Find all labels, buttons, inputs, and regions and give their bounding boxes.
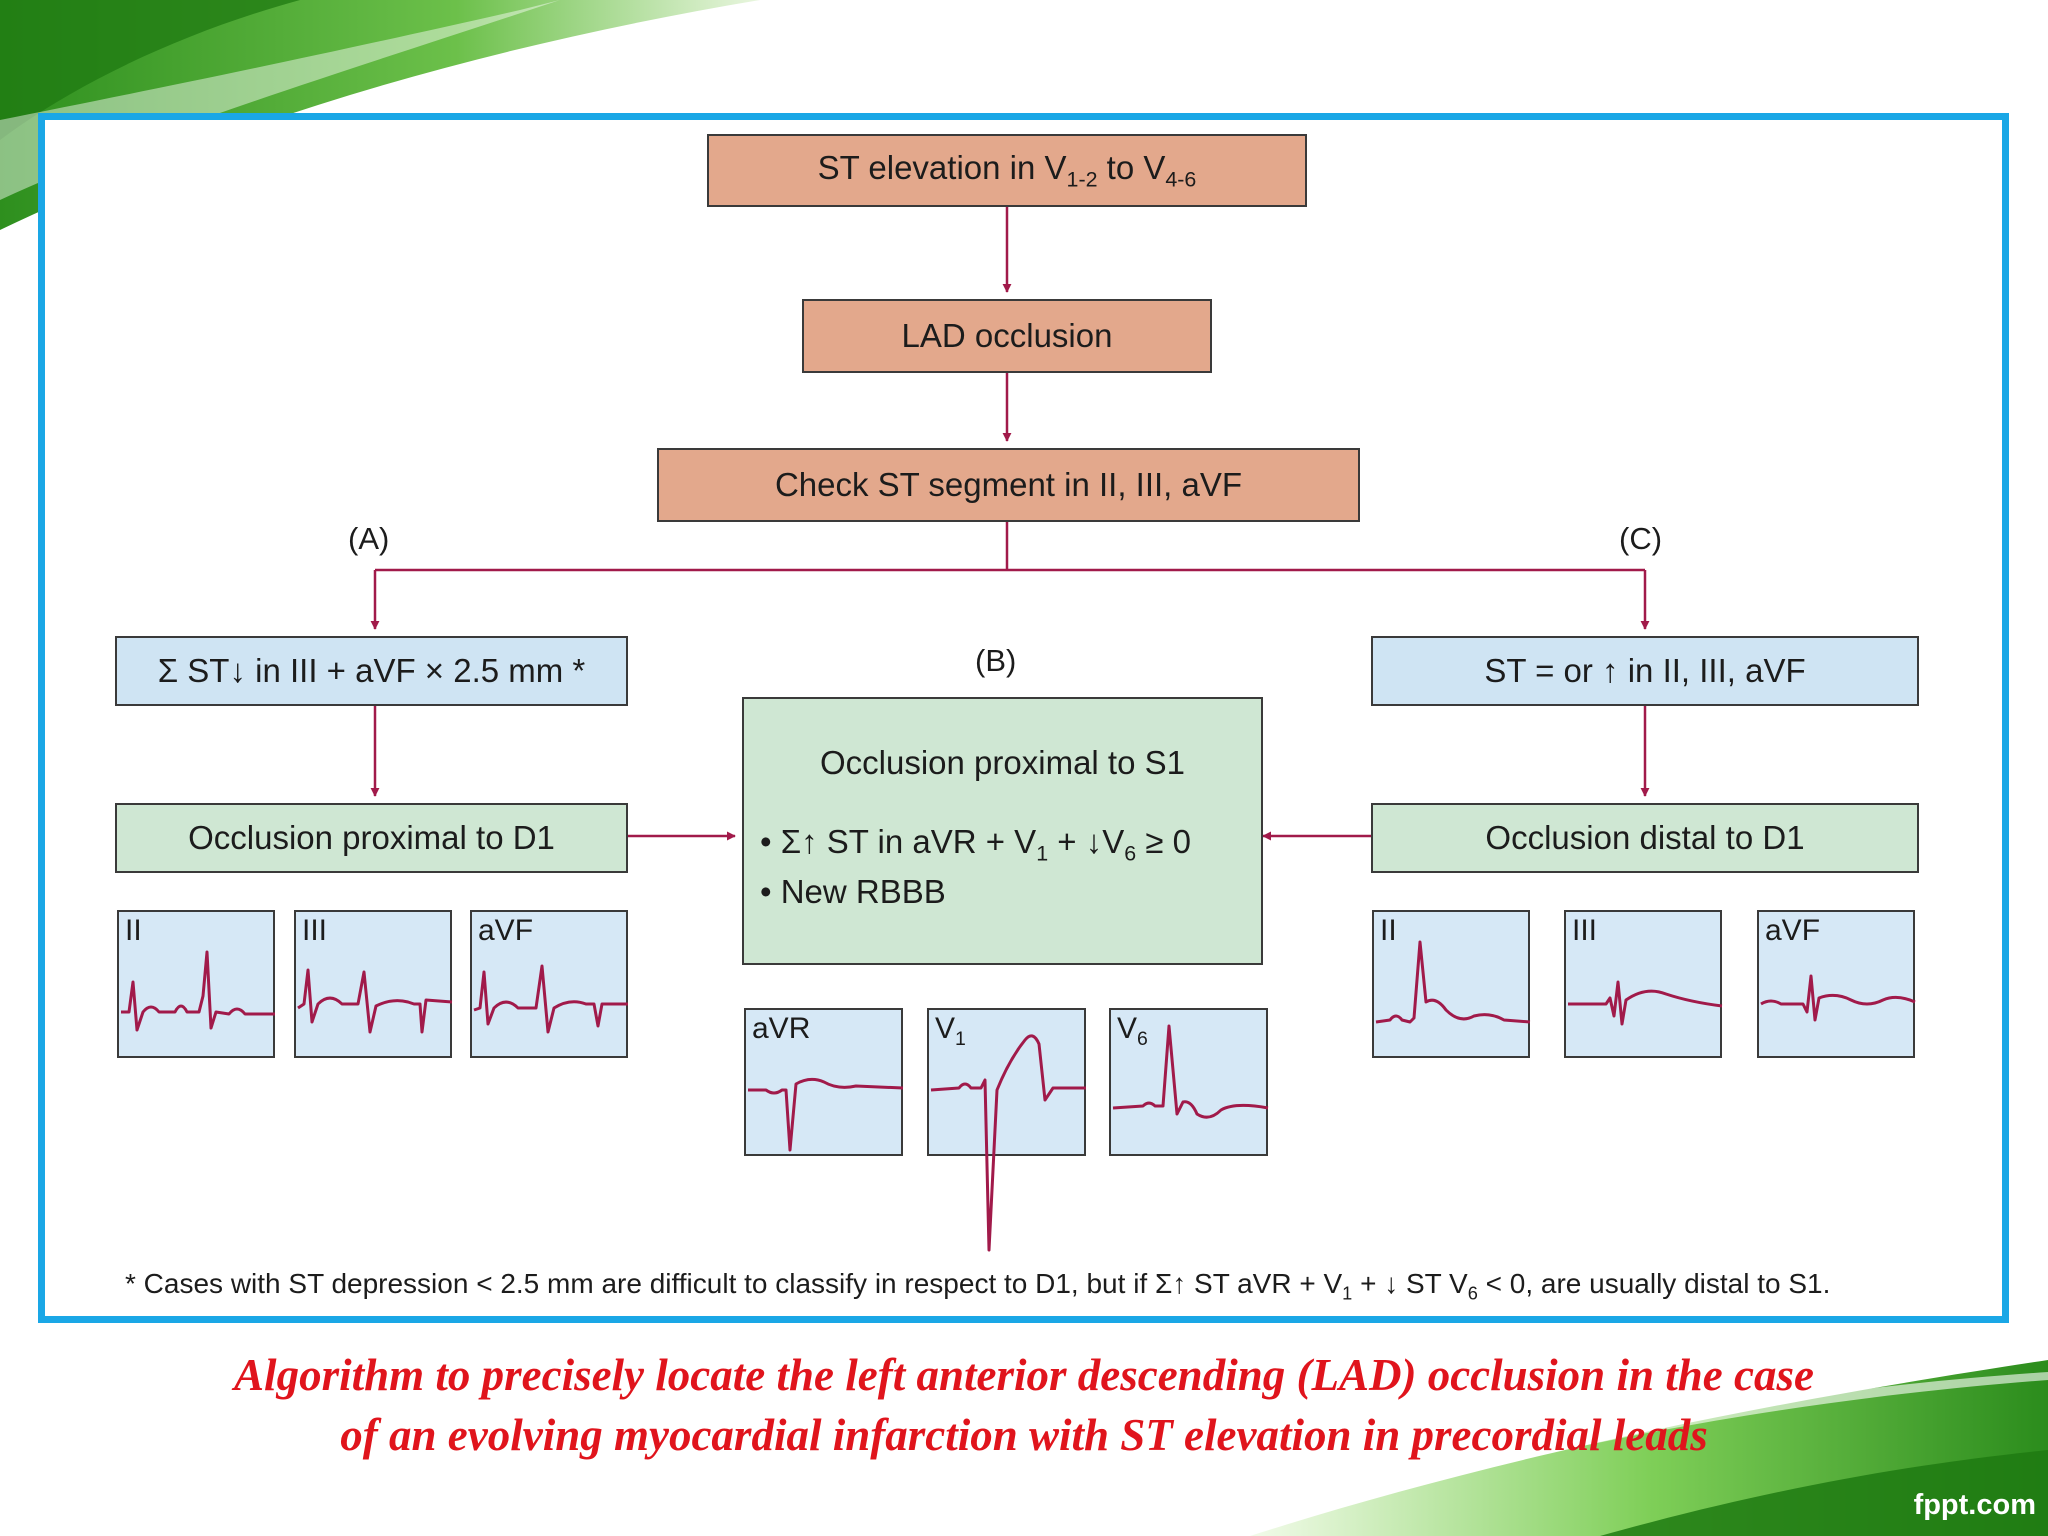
ecg-lead-label: II bbox=[125, 914, 142, 947]
ecg-trace bbox=[121, 950, 275, 1032]
ecg-lead-label: V1 bbox=[935, 1012, 966, 1050]
criterion-a-box: Σ ST↓ in III + aVF × 2.5 mm * bbox=[115, 636, 628, 706]
lad-occlusion-box: LAD occlusion bbox=[802, 299, 1212, 373]
ecg-trace bbox=[1112, 1024, 1269, 1119]
ecg-trace bbox=[748, 1077, 904, 1152]
st-elevation-label: ST elevation in V1-2 to V4-6 bbox=[817, 148, 1197, 192]
ecg-lead-label: aVF bbox=[1765, 914, 1821, 947]
result-c-label: Occlusion distal to D1 bbox=[1485, 819, 1805, 856]
criterion-c-box: ST = or ↑ in II, III, aVF bbox=[1371, 636, 1919, 706]
result-b-title: Occlusion proximal to S1 bbox=[820, 744, 1185, 781]
criterion-a-label: Σ ST↓ in III + aVF × 2.5 mm * bbox=[157, 652, 586, 689]
result-b-box: Occlusion proximal to S1 • Σ↑ ST in aVR … bbox=[742, 697, 1263, 965]
ecg-right-iii: III bbox=[1564, 910, 1723, 1058]
ecg-center-v1: V1 bbox=[927, 1008, 1086, 1252]
slide-caption: Algorithm to precisely locate the left a… bbox=[0, 1345, 2048, 1465]
ecg-lead-label: aVR bbox=[752, 1012, 811, 1045]
ecg-lead-label: V6 bbox=[1117, 1012, 1148, 1050]
branch-label-b: (B) bbox=[975, 643, 1017, 678]
ecg-lead-label: III bbox=[1572, 914, 1598, 947]
result-b-bullet-2: • New RBBB bbox=[760, 873, 946, 910]
ecg-trace bbox=[297, 968, 453, 1034]
ecg-lead-label: III bbox=[302, 914, 328, 947]
check-st-box: Check ST segment in II, III, aVF bbox=[657, 448, 1360, 522]
ecg-right-avf: aVF bbox=[1757, 910, 1916, 1058]
ecg-trace bbox=[1375, 940, 1531, 1024]
st-elevation-box: ST elevation in V1-2 to V4-6 bbox=[707, 134, 1307, 207]
branch-label-c: (C) bbox=[1619, 521, 1663, 556]
check-st-label: Check ST segment in II, III, aVF bbox=[774, 466, 1243, 503]
diagram-frame: ST elevation in V1-2 to V4-6 LAD occlusi… bbox=[38, 113, 2009, 1323]
branch-label-a: (A) bbox=[348, 521, 390, 556]
criterion-c-label: ST = or ↑ in II, III, aVF bbox=[1484, 652, 1806, 689]
ecg-lead-label: II bbox=[1380, 914, 1397, 947]
caption-line-2: of an evolving myocardial infarction wit… bbox=[340, 1410, 1708, 1460]
ecg-center-avr: aVR bbox=[744, 1008, 904, 1156]
footnote: * Cases with ST depression < 2.5 mm are … bbox=[125, 1268, 1831, 1304]
result-b-bullet-1: • Σ↑ ST in aVR + V1 + ↓V6 ≥ 0 bbox=[760, 823, 1192, 866]
ecg-trace bbox=[930, 1034, 1086, 1252]
connector-lines bbox=[370, 207, 1650, 841]
result-a-box: Occlusion proximal to D1 bbox=[115, 803, 628, 873]
ecg-center-v6: V6 bbox=[1109, 1008, 1269, 1156]
ecg-trace bbox=[1760, 974, 1916, 1022]
lad-occlusion-label: LAD occlusion bbox=[901, 317, 1113, 354]
brand-watermark: fppt.com bbox=[1913, 1489, 2036, 1521]
ecg-lead-label: aVF bbox=[478, 914, 534, 947]
ecg-left-iii: III bbox=[294, 910, 453, 1058]
ecg-right-ii: II bbox=[1372, 910, 1531, 1058]
ecg-left-avf: aVF bbox=[470, 910, 628, 1058]
ecg-left-ii: II bbox=[117, 910, 275, 1058]
caption-line-1: Algorithm to precisely locate the left a… bbox=[234, 1350, 1814, 1400]
ecg-trace bbox=[473, 964, 628, 1034]
result-a-label: Occlusion proximal to D1 bbox=[188, 819, 555, 856]
ecg-trace bbox=[1568, 980, 1723, 1026]
result-c-box: Occlusion distal to D1 bbox=[1371, 803, 1919, 873]
